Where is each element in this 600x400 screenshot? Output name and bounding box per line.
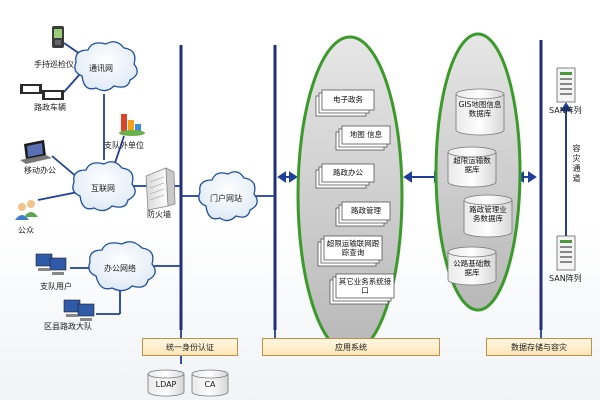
label-vehicle: 路政车辆 (34, 103, 66, 112)
label-san-top: SAN阵列 (549, 106, 582, 115)
label-firewall: 防火墙 (147, 210, 171, 219)
app-road-management: 路政管理 (351, 206, 381, 216)
app-other-interfaces: 其它业务系统接口 (338, 276, 392, 295)
label-branch-users: 支队用户 (40, 282, 72, 291)
db-gis: GIS地图信息数据库 (458, 100, 502, 119)
app-e-government: 电子政务 (333, 95, 363, 105)
app-map-info: 地图 信息 (349, 130, 383, 140)
label-county-team: 区县路政大队 (44, 322, 92, 331)
label-san-bottom: SAN阵列 (549, 274, 582, 283)
label-ca: CA (204, 380, 216, 389)
cloud-office (88, 241, 156, 292)
app-road-office: 路政办公 (333, 168, 363, 178)
db-highway-base: 公路基础数据库 (453, 259, 491, 278)
label-dr-channel: 容灾通道 (571, 142, 582, 186)
db-road-management: 路政管理业务数据库 (469, 205, 507, 224)
firewall-icon (145, 167, 176, 211)
label-mobile-office: 移动办公 (24, 166, 56, 175)
label-office-net: 办公网络 (104, 264, 136, 273)
cloud-portal (198, 171, 258, 222)
county-team-icon (63, 299, 95, 321)
label-portal: 门户网站 (210, 194, 242, 203)
external-unit-icon (119, 114, 145, 136)
app-ellipse (296, 35, 404, 355)
vehicle-icon (20, 84, 64, 100)
label-internet: 互联网 (91, 184, 115, 193)
banner-apps: 应用系统 (262, 338, 440, 356)
branch-users-icon (35, 253, 67, 275)
cloud-telecom (74, 41, 138, 92)
label-ldap: LDAP (155, 380, 177, 389)
banner-storage: 数据存储与容灾 (486, 338, 592, 356)
label-telecom-net: 通讯网 (89, 64, 113, 73)
app-overload-tracking: 超限运输联网跟踪查询 (326, 238, 380, 257)
label-external-unit: 支队外单位 (104, 141, 144, 150)
cloud-internet (72, 161, 136, 212)
san-rack-bottom-icon (556, 235, 576, 271)
laptop-icon (20, 140, 52, 164)
san-rack-top-icon (556, 67, 576, 103)
db-overload: 超限运输数据库 (453, 156, 491, 175)
handheld-device-icon (52, 26, 64, 48)
banner-auth: 统一身份认证 (142, 338, 238, 356)
label-handheld: 手持巡检仪 (34, 60, 74, 69)
label-public: 公众 (18, 226, 34, 235)
public-users-icon (15, 200, 38, 220)
